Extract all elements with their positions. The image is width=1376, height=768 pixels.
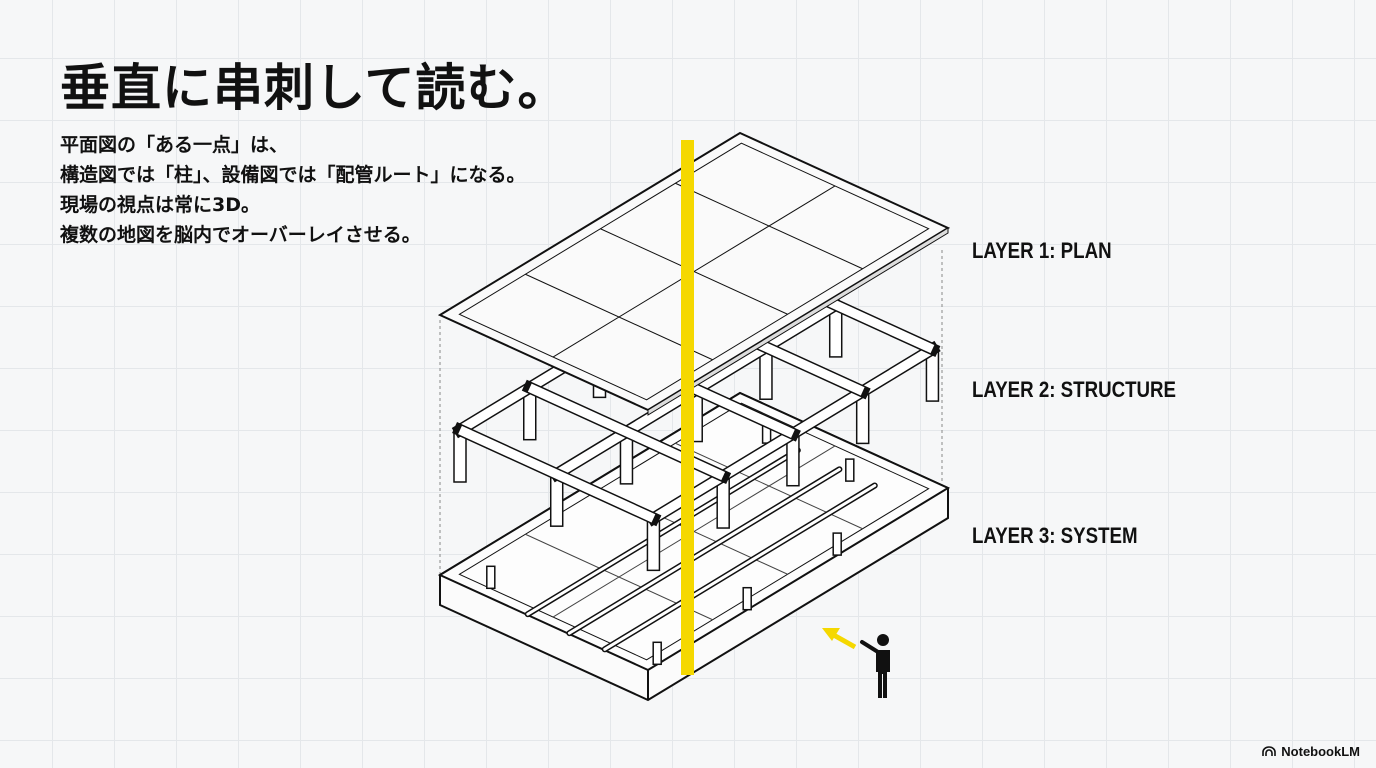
vertical-axis-bar [681, 140, 694, 675]
plan-inner-wall [458, 142, 930, 401]
notebooklm-logo: NotebookLM [1262, 744, 1360, 759]
plan-slab-edge [647, 227, 949, 416]
person-arm [860, 640, 880, 654]
layer-1-label: LAYER 1: PLAN [972, 238, 1112, 263]
beam-face [458, 425, 656, 523]
notebooklm-icon [1262, 746, 1277, 756]
layer-2-label: LAYER 2: STRUCTURE [972, 377, 1176, 402]
pipe-core [526, 448, 800, 616]
column [646, 517, 661, 572]
slide-title: 垂直に串刺して読む。 [60, 59, 569, 117]
system-post [832, 532, 842, 556]
person-head [877, 634, 889, 646]
layer-3-label: LAYER 3: SYSTEM [972, 523, 1138, 548]
yellow-axis-bar [681, 140, 694, 675]
pipe-core [567, 467, 841, 635]
system-post [486, 565, 496, 590]
brand-name: NotebookLM [1281, 744, 1360, 759]
body-line: 平面図の「ある一点」は、 [60, 134, 289, 156]
body-line: 構造図では「柱」、設備図では「配管ルート」になる。 [60, 164, 526, 186]
system-box-inner [458, 402, 930, 661]
body-text: 平面図の「ある一点」は、 構造図では「柱」、設備図では「配管ルート」になる。 現… [60, 130, 526, 250]
system-post [845, 458, 855, 482]
body-line: 複数の地図を脳内でオーバーレイさせる。 [60, 224, 421, 246]
guide-lines [439, 250, 943, 575]
person-body [876, 650, 890, 698]
yellow-arrow-head [822, 628, 840, 641]
system-post [742, 586, 752, 611]
pipe-core [603, 484, 877, 651]
system-post [652, 641, 662, 666]
person-icon [822, 628, 890, 698]
body-line: 現場の視点は常に3D。 [60, 194, 260, 216]
